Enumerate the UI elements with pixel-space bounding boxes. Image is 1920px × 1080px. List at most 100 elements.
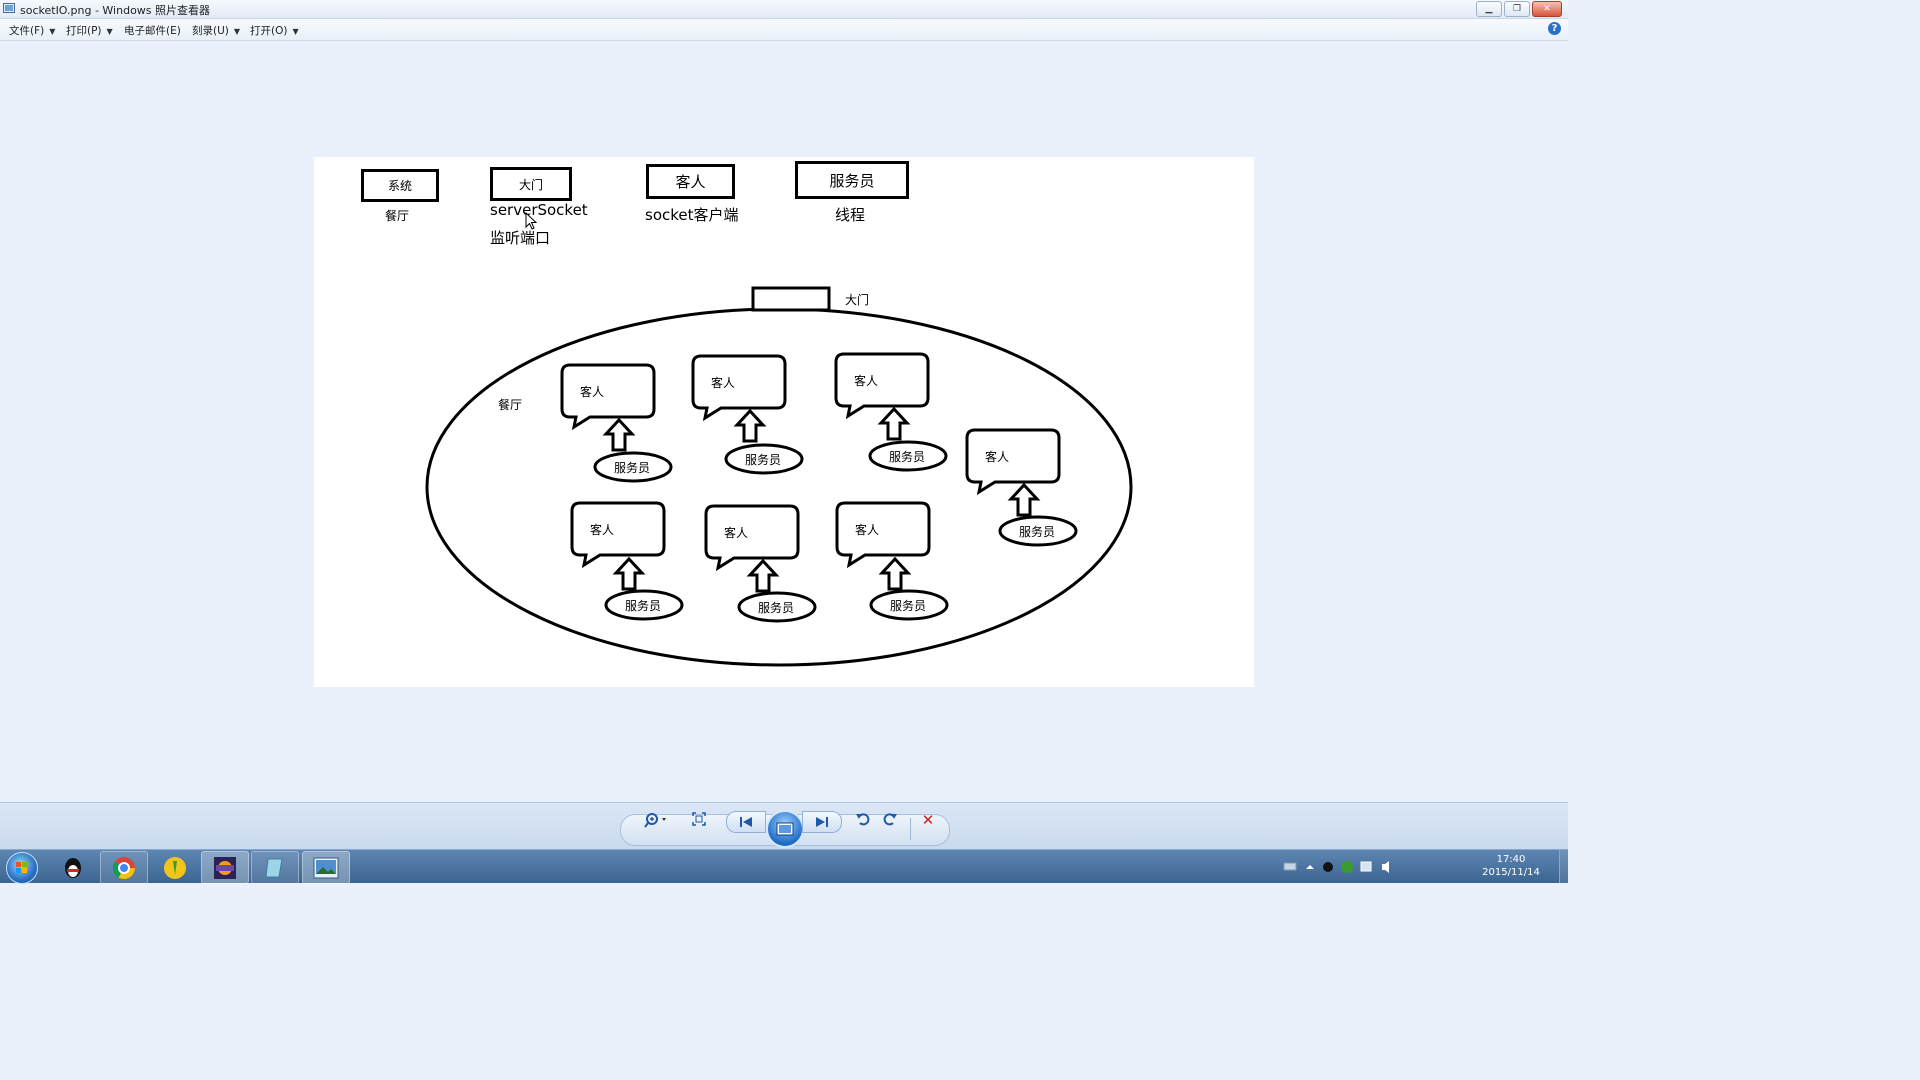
rotate-right-button[interactable] (882, 811, 898, 829)
taskbar-chrome[interactable] (100, 851, 148, 884)
menu-file[interactable]: 文件(F)▼ (9, 23, 55, 38)
viewer-toolbar: ✕ (0, 802, 1568, 850)
guest-label: 客人 (580, 385, 605, 399)
menu-burn-label: 刻录(U) (192, 25, 229, 37)
previous-button[interactable] (726, 811, 766, 833)
guest-bubbles (560, 352, 1061, 572)
guest-bubble (570, 501, 666, 569)
legend-waiter-text: 服务员 (829, 171, 875, 190)
legend-system-text: 系统 (387, 179, 412, 193)
diagram-drawing (425, 286, 1133, 667)
legend-gate-caption: serverSocket (490, 201, 588, 219)
rotate-right-icon (883, 813, 897, 826)
volume-icon (1382, 861, 1389, 873)
restore-button[interactable]: ❐ (1504, 1, 1530, 17)
chevron-down-icon: ▼ (233, 27, 241, 36)
clock-date: 2015/11/14 (1482, 867, 1540, 878)
waiter-label: 服务员 (758, 601, 795, 615)
show-hidden-icons-icon (1306, 865, 1314, 869)
guest-label: 客人 (855, 523, 880, 537)
clock[interactable]: 17:40 2015/11/14 (1476, 853, 1546, 879)
qq-tray-icon (1323, 862, 1333, 872)
notepad-icon (265, 858, 283, 877)
minimize-button[interactable]: ▁ (1476, 1, 1502, 17)
guest-bubble (834, 352, 930, 420)
close-icon: ✕ (1543, 4, 1551, 14)
waiter-oval (593, 451, 673, 483)
rotate-left-icon (856, 813, 870, 826)
menu-print[interactable]: 打印(P) ▼ (66, 23, 113, 38)
slideshow-icon (776, 822, 794, 836)
chrome-icon (112, 856, 135, 879)
start-button[interactable] (6, 852, 38, 884)
arrows (602, 406, 1041, 593)
chevron-down-icon: ▼ (106, 27, 113, 36)
menu-burn[interactable]: 刻录(U) ▼ (192, 23, 240, 38)
guest-label: 客人 (724, 526, 749, 540)
waiter-oval (868, 440, 948, 472)
menu-open[interactable]: 打开(O)▼ (250, 23, 299, 38)
network-icon (1360, 861, 1372, 872)
legend-system-box: 系统 (361, 169, 439, 202)
up-arrow-icon (878, 556, 912, 591)
legend-guest-text: 客人 (675, 173, 706, 191)
taskbar-qq[interactable] (49, 851, 97, 884)
restaurant-label: 餐厅 (498, 398, 523, 412)
show-desktop-button[interactable] (1559, 850, 1568, 883)
waiter-oval (604, 589, 684, 621)
keyboard-icon (1283, 862, 1297, 871)
up-arrow-icon (733, 408, 767, 443)
gate-label: 大门 (845, 293, 870, 307)
slideshow-button[interactable] (766, 810, 804, 848)
actual-size-button[interactable] (690, 811, 708, 829)
legend-guest-caption: socket客户端 (645, 206, 739, 224)
next-icon (816, 817, 828, 827)
rotate-left-button[interactable] (855, 811, 871, 829)
up-arrow-icon (612, 556, 646, 591)
java-ee-icon (214, 856, 236, 879)
guest-bubble (965, 428, 1061, 496)
menu-open-label: 打开(O) (250, 25, 288, 37)
windows-logo-icon (16, 862, 27, 873)
taskbar-notepad[interactable] (251, 851, 299, 884)
security-tray-icon (1341, 861, 1353, 873)
waiter-label: 服务员 (614, 461, 651, 475)
menu-print-label: 打印(P) (66, 25, 102, 37)
taskbar: 17:40 2015/11/14 (0, 849, 1568, 884)
next-button[interactable] (802, 811, 842, 833)
taskbar-photo-viewer[interactable] (302, 851, 350, 884)
toolbar-divider (910, 818, 911, 840)
waiter-oval (737, 591, 817, 623)
menu-email-label: 电子邮件(E) (124, 25, 181, 37)
qq-music-icon (164, 856, 186, 879)
taskbar-java-ee[interactable] (201, 851, 249, 884)
zoom-button[interactable] (641, 811, 671, 829)
delete-button[interactable]: ✕ (920, 811, 936, 829)
guest-bubble (560, 363, 656, 431)
photo-viewer-icon (313, 857, 339, 878)
close-button[interactable]: ✕ (1532, 1, 1562, 17)
waiter-label: 服务员 (625, 599, 662, 613)
waiter-label: 服务员 (889, 450, 926, 464)
waiter-oval (998, 515, 1078, 547)
window-title: socketIO.png - Windows 照片查看器 (20, 4, 211, 17)
minimize-icon: ▁ (1485, 4, 1493, 14)
zoom-icon (644, 813, 666, 828)
qq-icon (65, 857, 81, 878)
title-bar: socketIO.png - Windows 照片查看器 ▁ ❐ ✕ (0, 0, 1568, 19)
help-icon[interactable]: ? (1548, 22, 1561, 35)
mouse-cursor-icon (525, 212, 537, 230)
waiter-oval (724, 443, 804, 475)
guest-label: 客人 (854, 374, 879, 388)
delete-icon: ✕ (921, 811, 935, 829)
legend-waiter-box: 服务员 (795, 161, 909, 199)
clock-time: 17:40 (1496, 854, 1526, 865)
up-arrow-icon (602, 417, 636, 452)
menu-email[interactable]: 电子邮件(E) (124, 23, 181, 38)
image-canvas: 系统 餐厅 大门 serverSocket 监听端口 客人 socket客户端 … (314, 157, 1254, 687)
up-arrow-icon (877, 406, 911, 441)
waiter-oval (869, 589, 949, 621)
guest-bubble (704, 504, 800, 572)
actual-size-icon (692, 812, 706, 826)
taskbar-qq-music[interactable] (151, 851, 199, 884)
